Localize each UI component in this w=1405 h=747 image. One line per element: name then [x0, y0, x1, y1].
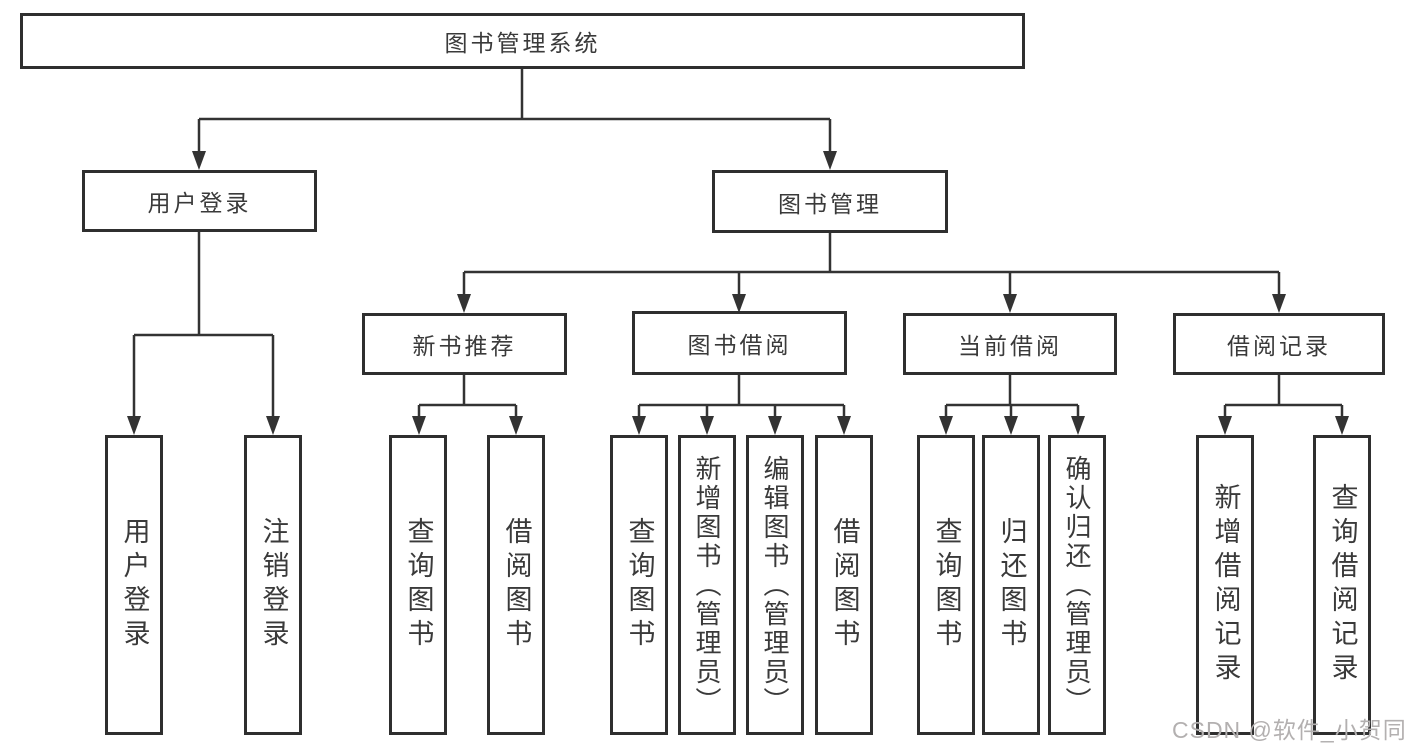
node-borrow-records: 借阅记录	[1173, 313, 1385, 375]
node-library-system: 图书管理系统	[20, 13, 1025, 69]
node-current-borrow: 当前借阅	[903, 313, 1117, 375]
leaf-add-borrow-record-label: 新增借阅记录	[1210, 483, 1241, 687]
arrowhead-icon	[509, 416, 523, 435]
node-new-book-recommend: 新书推荐	[362, 313, 567, 375]
leaf-borrow-query-books-label: 查询图书	[624, 517, 655, 653]
leaf-return-books-label: 归还图书	[996, 517, 1027, 653]
leaf-borrow-books: 借阅图书	[815, 435, 873, 735]
arrowhead-icon	[1004, 416, 1018, 435]
node-library-system-label: 图书管理系统	[444, 30, 601, 56]
leaf-confirm-return-admin: 确认归还（管理员）	[1048, 435, 1106, 735]
leaf-current-query-books-label: 查询图书	[931, 517, 962, 653]
arrowhead-icon	[457, 294, 471, 313]
leaf-add-books-admin: 新增图书（管理员）	[678, 435, 736, 735]
node-book-management: 图书管理	[712, 170, 948, 233]
leaf-recommend-query-books-label: 查询图书	[403, 517, 434, 653]
leaf-borrow-books-label: 借阅图书	[829, 517, 860, 653]
leaf-query-borrow-record: 查询借阅记录	[1313, 435, 1371, 735]
leaf-current-query-books: 查询图书	[917, 435, 975, 735]
arrowhead-icon	[1218, 416, 1232, 435]
leaf-edit-books-admin-label: 编辑图书（管理员）	[760, 454, 790, 716]
arrowhead-icon	[127, 416, 141, 435]
leaf-recommend-query-books: 查询图书	[389, 435, 447, 735]
leaf-recommend-borrow-books-label: 借阅图书	[501, 517, 532, 653]
arrowhead-icon	[1071, 416, 1085, 435]
arrowhead-icon	[939, 416, 953, 435]
node-book-borrow: 图书借阅	[632, 311, 847, 375]
node-user-login: 用户登录	[82, 170, 317, 232]
leaf-user-login: 用户登录	[105, 435, 163, 735]
node-current-borrow-label: 当前借阅	[958, 333, 1062, 359]
arrowhead-icon	[1003, 294, 1017, 313]
leaf-recommend-borrow-books: 借阅图书	[487, 435, 545, 735]
node-borrow-records-label: 借阅记录	[1227, 333, 1331, 359]
leaf-borrow-query-books: 查询图书	[610, 435, 668, 735]
arrowhead-icon	[768, 416, 782, 435]
node-book-management-label: 图书管理	[778, 190, 882, 217]
arrowhead-icon	[1272, 294, 1286, 313]
csdn-watermark: CSDN @软件_小贺同学	[1172, 717, 1405, 743]
arrowhead-icon	[1335, 416, 1349, 435]
leaf-add-borrow-record: 新增借阅记录	[1196, 435, 1254, 735]
node-book-borrow-label: 图书借阅	[687, 332, 792, 358]
arrowhead-icon	[823, 151, 837, 170]
arrowhead-icon	[412, 416, 426, 435]
arrowhead-icon	[266, 416, 280, 435]
arrowhead-icon	[192, 151, 206, 170]
leaf-return-books: 归还图书	[982, 435, 1040, 735]
leaf-add-books-admin-label: 新增图书（管理员）	[692, 454, 722, 716]
node-new-book-recommend-label: 新书推荐	[412, 333, 517, 359]
leaf-logout: 注销登录	[244, 435, 302, 735]
leaf-user-login-label: 用户登录	[119, 517, 150, 653]
arrowhead-icon	[837, 416, 851, 435]
arrowhead-icon	[632, 416, 646, 435]
leaf-logout-label: 注销登录	[258, 517, 289, 653]
leaf-query-borrow-record-label: 查询借阅记录	[1327, 483, 1358, 687]
leaf-confirm-return-admin-label: 确认归还（管理员）	[1062, 454, 1092, 716]
leaf-edit-books-admin: 编辑图书（管理员）	[746, 435, 804, 735]
node-user-login-label: 用户登录	[147, 190, 252, 216]
arrowhead-icon	[700, 416, 714, 435]
